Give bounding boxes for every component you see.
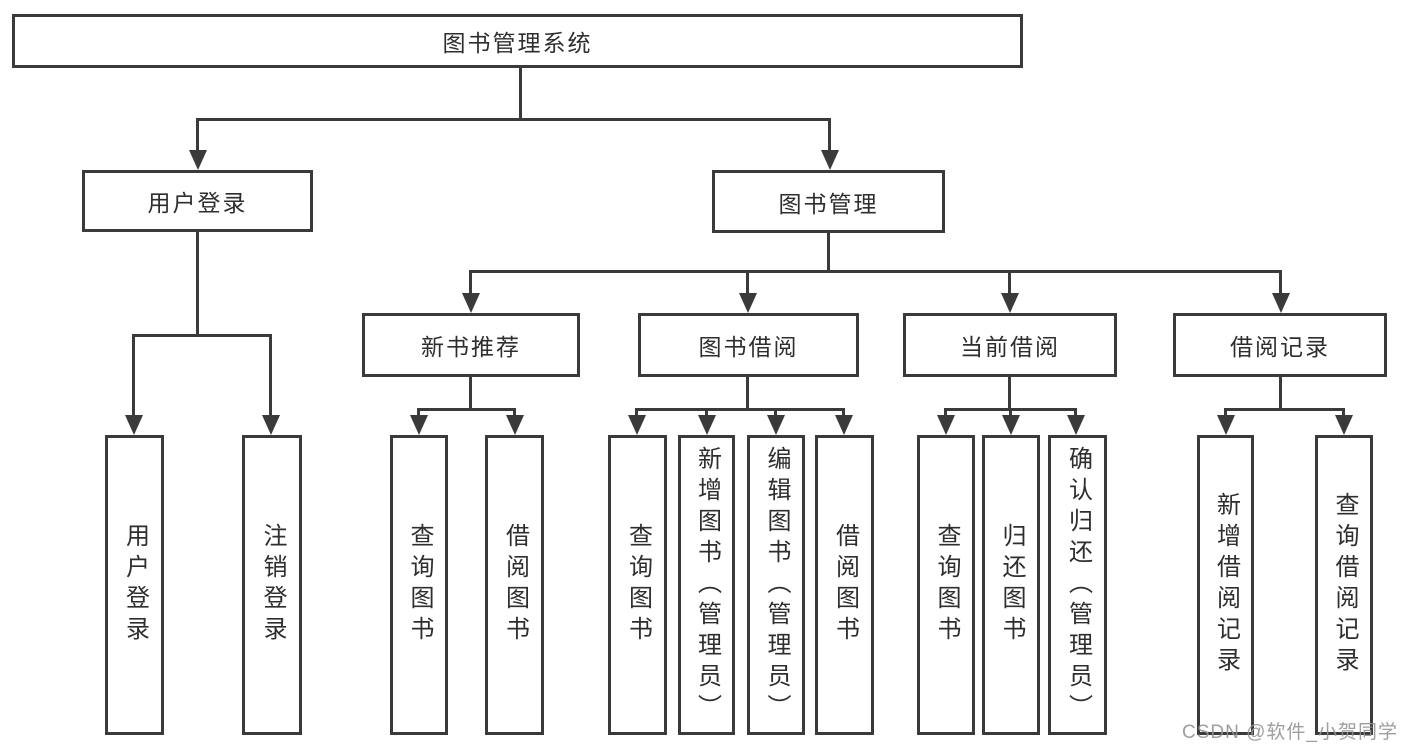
connector-line [1279,270,1282,295]
connector-line [269,334,272,415]
arrow-down-icon [410,415,428,435]
connector-line [828,118,831,152]
arrow-down-icon [628,415,646,435]
connector-line [513,408,516,417]
arrow-down-icon [125,415,143,435]
connector-line [1008,377,1011,411]
connector-line [196,232,199,337]
node-book-management: 图书管理 [712,170,945,233]
arrow-down-icon [821,150,839,170]
connector-line [746,270,749,295]
connector-line [469,270,472,295]
watermark: CSDN @软件_小贺同学 [1182,722,1398,743]
arrow-down-icon [1335,415,1353,435]
arrow-down-icon [1217,415,1235,435]
leaf-add-borrow-record: 新增借阅记录 [1197,435,1254,735]
leaf-return-book: 归还图书 [982,435,1040,735]
connector-line [132,334,272,337]
leaf-query-books-borrow: 查询图书 [608,435,667,735]
connector-line [827,233,830,273]
arrow-down-icon [1001,293,1019,313]
connector-line [417,408,420,417]
connector-line [196,118,831,121]
arrow-down-icon [835,415,853,435]
leaf-query-books-recommend: 查询图书 [390,435,448,735]
connector-line [705,408,708,417]
leaf-edit-book-admin: 编辑图书（管理员） [747,435,805,735]
leaf-query-borrow-record: 查询借阅记录 [1315,435,1373,735]
connector-line [635,408,638,417]
connector-line [944,408,947,417]
node-user-login: 用户登录 [82,170,313,232]
connector-line [417,408,516,411]
arrow-down-icon [262,415,280,435]
leaf-borrow-books-recommend: 借阅图书 [485,435,544,735]
leaf-confirm-return-admin: 确认归还（管理员） [1048,435,1107,735]
leaf-user-login: 用户登录 [105,435,164,735]
connector-line [1008,270,1011,295]
arrow-down-icon [1002,415,1020,435]
node-book-borrow: 图书借阅 [638,313,859,377]
arrow-down-icon [189,150,207,170]
arrow-down-icon [767,415,785,435]
leaf-add-book-admin: 新增图书（管理员） [678,435,735,735]
arrow-down-icon [698,415,716,435]
leaf-query-books-current: 查询图书 [917,435,975,735]
connector-line [842,408,845,417]
connector-line [196,118,199,152]
arrow-down-icon [1067,415,1085,435]
node-new-book-recommend: 新书推荐 [362,313,580,377]
connector-line [1279,377,1282,411]
connector-line [774,408,777,417]
arrow-down-icon [1272,293,1290,313]
connector-line [635,408,845,411]
connector-line [1009,408,1012,417]
connector-line [132,334,135,415]
arrow-down-icon [739,293,757,313]
connector-line [1224,408,1227,417]
connector-line [469,270,1282,273]
arrow-down-icon [462,293,480,313]
connector-line [519,66,522,121]
arrow-down-icon [506,415,524,435]
connector-line [746,377,749,411]
node-borrow-records: 借阅记录 [1173,313,1387,377]
leaf-borrow-books-borrow: 借阅图书 [815,435,874,735]
connector-line [1224,408,1344,411]
connector-line [1342,408,1345,417]
connector-line [469,377,472,411]
connector-line [1074,408,1077,417]
arrow-down-icon [937,415,955,435]
node-system-root: 图书管理系统 [12,14,1023,68]
node-current-borrow: 当前借阅 [903,313,1117,377]
leaf-logout: 注销登录 [242,435,302,735]
